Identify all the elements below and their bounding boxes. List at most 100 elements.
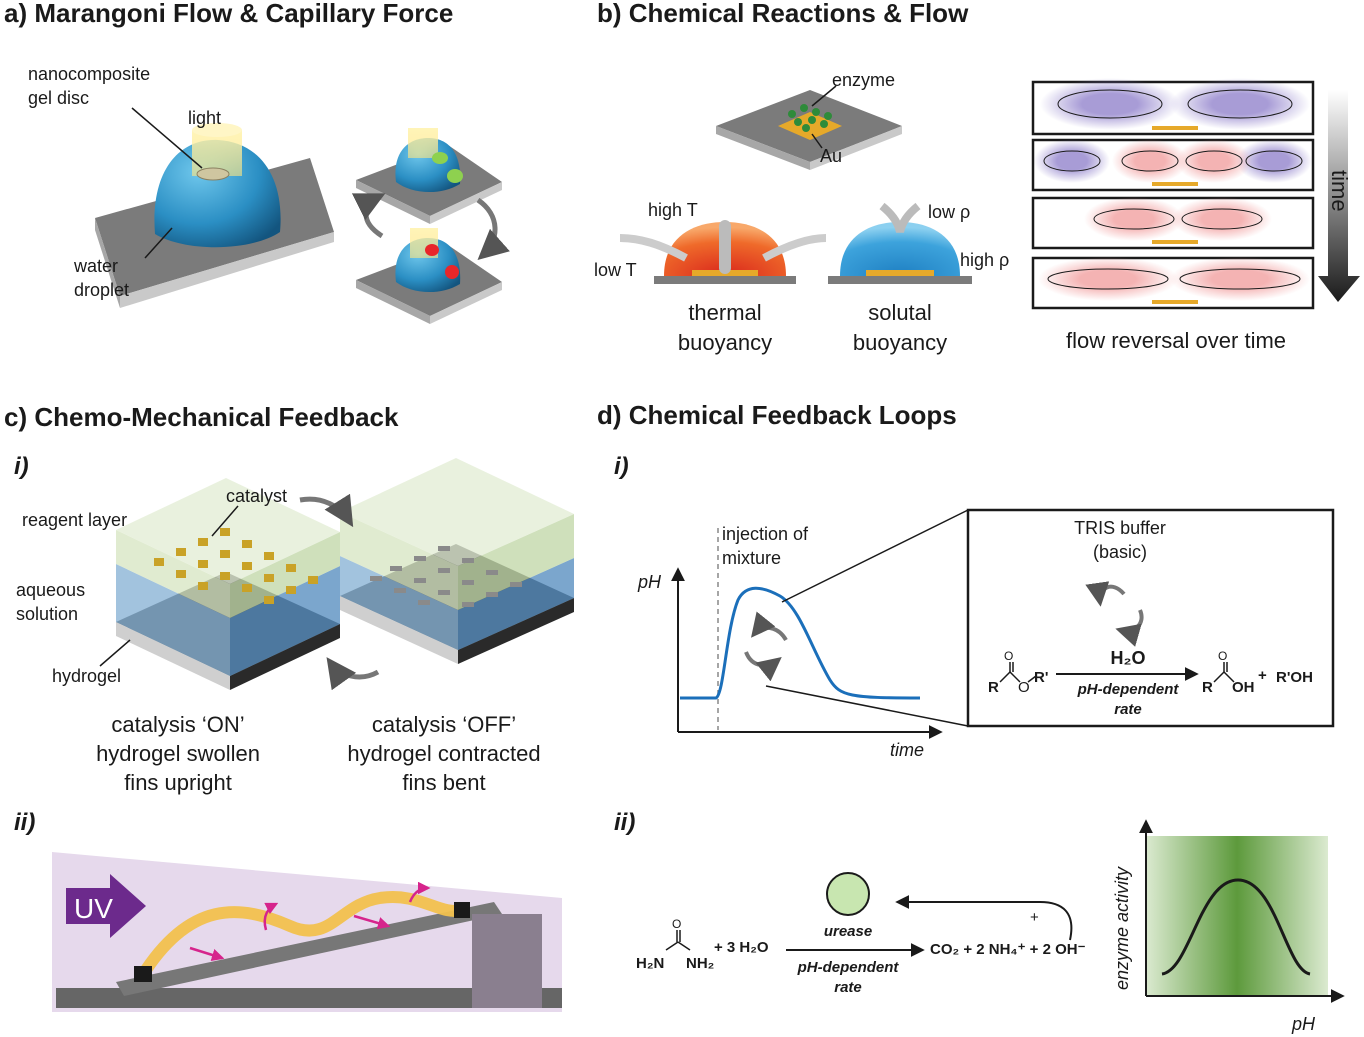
label-droplet-2: droplet	[74, 280, 129, 300]
acid-oh: OH	[1232, 679, 1255, 696]
urea-h2n: H₂N	[636, 955, 664, 972]
panel-d: d) Chemical Feedback Loops i) injection …	[597, 400, 1345, 1034]
label-plus-1: +	[1258, 667, 1267, 684]
label-plus-2: +	[1030, 909, 1039, 926]
acid-o-top: O	[1218, 649, 1227, 663]
thermal-dome	[619, 220, 827, 284]
cycle-arrow-on-to-off	[299, 493, 354, 528]
solutal-dome	[828, 202, 972, 284]
ester-o: O	[1018, 679, 1030, 696]
time-arrow	[1318, 90, 1360, 302]
label-low-rho: low ρ	[928, 202, 970, 222]
panel-d-sub-i: i)	[614, 453, 629, 480]
panel-c: c) Chemo-Mechanical Feedback i) catalyst	[4, 402, 574, 1012]
panel-d-sub-ii: ii)	[614, 809, 635, 836]
label-low-t: low T	[594, 260, 637, 280]
caption-on-3: fins upright	[124, 770, 232, 795]
acid-structure	[1213, 662, 1235, 683]
label-catalyst: catalyst	[226, 486, 287, 506]
water-droplet	[154, 139, 281, 248]
feedback-arrow-2	[744, 651, 782, 682]
label-high-rho: high ρ	[960, 250, 1009, 270]
enzyme-activity-curve	[1161, 878, 1311, 976]
caption-flow-reversal: flow reversal over time	[1066, 328, 1286, 353]
enzyme-gold-plate	[716, 90, 902, 170]
ester-r: R	[988, 679, 999, 696]
leader-line-enzyme	[811, 85, 837, 107]
label-reagent: reagent layer	[22, 510, 127, 530]
zoom-line-bottom	[765, 685, 969, 727]
label-urease: urease	[824, 923, 872, 940]
ester-structure	[999, 662, 1037, 683]
urea-nh2: NH₂	[686, 955, 714, 972]
caption-off-3: fins bent	[402, 770, 485, 795]
leader-line-hydrogel	[99, 639, 131, 667]
panel-b: b) Chemical Reactions & Flow enzyme Au	[594, 0, 1360, 355]
light-beam-top	[192, 123, 242, 137]
feedback-arrow-oh	[895, 895, 1073, 941]
zoom-line-top	[781, 509, 969, 603]
uv-ramp-scene	[52, 852, 562, 1012]
panel-c-title: c) Chemo-Mechanical Feedback	[4, 402, 399, 432]
caption-solutal-2: buoyancy	[853, 330, 947, 355]
feedback-arrow-1	[750, 611, 788, 642]
label-h2o: H₂O	[1111, 648, 1146, 668]
nanocomposite-gel-disc	[196, 167, 230, 181]
flow-box-3	[1031, 196, 1315, 250]
caption-off-2: hydrogel contracted	[347, 741, 540, 766]
leader-line-au	[811, 133, 823, 149]
cycle-arrow-up	[351, 193, 386, 239]
fin-array-off	[340, 458, 574, 664]
flow-box-1	[1031, 78, 1315, 136]
urea-structure	[665, 930, 691, 951]
label-products: CO₂ + 2 NH₄⁺ + 2 OH⁻	[930, 941, 1086, 958]
axis-time: time	[890, 740, 924, 760]
ph-curve	[680, 586, 921, 700]
substrate-plate-small-bottom	[356, 228, 502, 324]
panel-c-sub-ii: ii)	[14, 809, 35, 836]
label-light: light	[188, 108, 221, 128]
label-droplet-1: water	[73, 256, 118, 276]
label-injection-2: mixture	[722, 548, 781, 568]
axis-ph-2: pH	[1291, 1014, 1316, 1034]
label-rprime-oh: R'OH	[1276, 669, 1313, 686]
panel-a: a) Marangoni Flow & Capillary Force nano…	[4, 0, 510, 324]
panel-d-title: d) Chemical Feedback Loops	[597, 400, 957, 430]
cycle-arrow-down	[476, 197, 510, 260]
axis-enzyme-activity: enzyme activity	[1112, 866, 1132, 990]
label-aqueous-2: solution	[16, 604, 78, 624]
axis-ph: pH	[637, 572, 662, 592]
enzyme-activity-plot-bg	[1146, 836, 1328, 996]
tris-cycle-1	[1085, 581, 1126, 607]
leader-line-disc	[131, 107, 203, 169]
label-time: time	[1327, 170, 1352, 212]
urea-o: O	[672, 917, 681, 931]
label-disc-1: nanocomposite	[28, 64, 150, 84]
caption-thermal-2: buoyancy	[678, 330, 772, 355]
label-enzyme: enzyme	[832, 70, 895, 90]
urease-enzyme	[826, 872, 870, 916]
flow-box-2	[1031, 138, 1315, 192]
label-rate-3: pH-dependent	[797, 959, 900, 976]
label-disc-2: gel disc	[28, 88, 89, 108]
label-high-t: high T	[648, 200, 698, 220]
caption-solutal-1: solutal	[868, 300, 932, 325]
label-rate-4: rate	[834, 979, 862, 996]
panel-c-sub-i: i)	[14, 453, 29, 480]
substrate-plate-small-top	[356, 128, 502, 224]
cycle-arrow-off-to-on	[326, 657, 380, 691]
caption-on-2: hydrogel swollen	[96, 741, 260, 766]
flow-box-4	[1031, 256, 1315, 310]
label-uv: UV	[74, 893, 113, 924]
caption-on-1: catalysis ‘ON’	[111, 712, 244, 737]
fin-array-on	[116, 478, 340, 690]
label-water: + 3 H₂O	[714, 939, 769, 956]
label-rate-2: rate	[1114, 701, 1142, 718]
label-hydrogel: hydrogel	[52, 666, 121, 686]
caption-thermal-1: thermal	[688, 300, 761, 325]
caption-off-1: catalysis ‘OFF’	[372, 712, 516, 737]
leader-line-catalyst	[211, 505, 239, 537]
ester-o-top: O	[1004, 649, 1013, 663]
label-tris-1: TRIS buffer	[1074, 518, 1166, 538]
